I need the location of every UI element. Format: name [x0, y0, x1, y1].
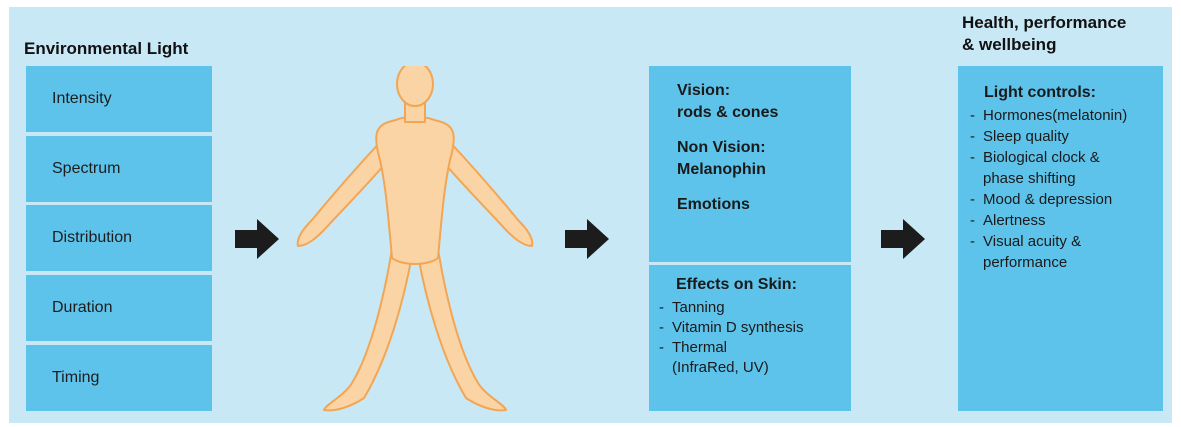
- light-control-label: Visual acuity &: [983, 233, 1081, 250]
- emotions-block: Emotions: [677, 194, 851, 216]
- light-control-item: -Alertness: [970, 210, 1163, 231]
- light-control-label: Alertness: [983, 212, 1046, 229]
- non-vision-block: Non Vision: Melanophin: [677, 137, 851, 181]
- skin-effects-title: Effects on Skin:: [676, 275, 851, 295]
- light-control-item: -Mood & depression: [970, 189, 1163, 210]
- light-control-label: Mood & depression: [983, 191, 1112, 208]
- light-control-item: -Visual acuity &performance: [970, 231, 1163, 273]
- health-heading-line1: Health, performance: [962, 12, 1126, 34]
- light-factor-intensity: Intensity: [26, 66, 212, 132]
- skin-effect-item: -Tanning: [659, 298, 851, 318]
- light-factor-duration: Duration: [26, 275, 212, 341]
- vision-label: Vision:: [677, 80, 851, 102]
- light-control-item: -Biological clock &phase shifting: [970, 147, 1163, 189]
- arrow-right-icon: [565, 219, 609, 259]
- non-vision-detail: Melanophin: [677, 159, 851, 181]
- environmental-light-heading: Environmental Light: [24, 38, 188, 60]
- light-factor-label: Duration: [52, 299, 112, 317]
- skin-effect-label: Tanning: [672, 298, 725, 318]
- light-factor-spectrum: Spectrum: [26, 136, 212, 202]
- environmental-light-list: Intensity Spectrum Distribution Duration…: [26, 66, 212, 411]
- vision-detail: rods & cones: [677, 102, 851, 124]
- light-control-item: -Hormones(melatonin): [970, 105, 1163, 126]
- light-controls-box: Light controls: -Hormones(melatonin) -Sl…: [958, 66, 1163, 411]
- light-factor-timing: Timing: [26, 345, 212, 411]
- skin-effect-label: Thermal: [672, 338, 727, 358]
- health-heading: Health, performance & wellbeing: [962, 12, 1126, 56]
- health-heading-line2: & wellbeing: [962, 34, 1126, 56]
- skin-effect-extra-label: (InfraRed, UV): [672, 358, 769, 378]
- light-factor-label: Intensity: [52, 90, 112, 108]
- human-figure: [262, 66, 562, 416]
- light-control-label: Biological clock &: [983, 149, 1100, 166]
- light-control-label: Sleep quality: [983, 128, 1069, 145]
- light-control-item: -Sleep quality: [970, 126, 1163, 147]
- light-control-label-cont: performance: [983, 254, 1067, 271]
- emotions-label: Emotions: [677, 194, 851, 216]
- skin-effects-box: Effects on Skin: -Tanning -Vitamin D syn…: [649, 265, 851, 411]
- light-controls-title: Light controls:: [984, 82, 1163, 103]
- light-control-label-cont: phase shifting: [983, 170, 1076, 187]
- skin-effect-item: -Thermal: [659, 338, 851, 358]
- vision-block: Vision: rods & cones: [677, 80, 851, 124]
- light-control-label: Hormones(melatonin): [983, 107, 1127, 124]
- light-factor-label: Spectrum: [52, 160, 120, 178]
- light-factor-label: Timing: [52, 369, 99, 387]
- light-factor-distribution: Distribution: [26, 205, 212, 271]
- light-factor-label: Distribution: [52, 229, 132, 247]
- perception-box: Vision: rods & cones Non Vision: Melanop…: [649, 66, 851, 262]
- skin-effect-item: -Vitamin D synthesis: [659, 318, 851, 338]
- skin-effect-extra: (InfraRed, UV): [659, 358, 851, 378]
- skin-effect-label: Vitamin D synthesis: [672, 318, 803, 338]
- arrow-right-icon: [881, 219, 925, 259]
- non-vision-label: Non Vision:: [677, 137, 851, 159]
